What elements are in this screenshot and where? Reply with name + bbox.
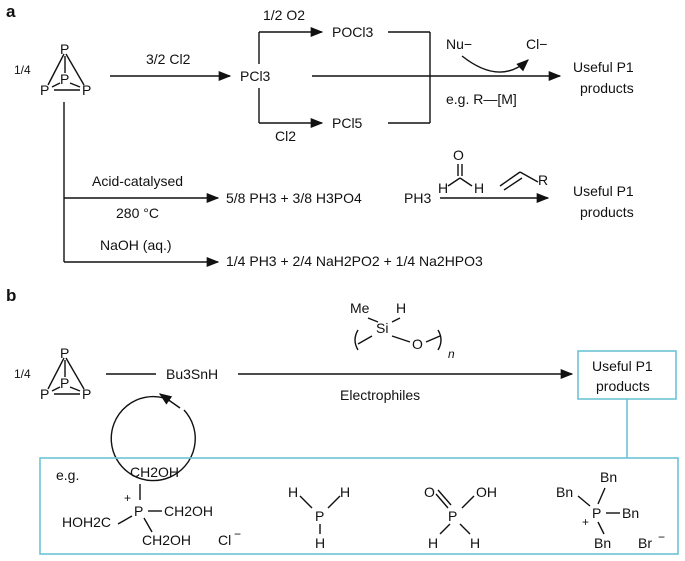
naoh-label: NaOH (aq.) xyxy=(100,237,172,253)
svg-text:O: O xyxy=(424,484,435,500)
svg-text:R: R xyxy=(538,172,548,188)
p4-atom-top-a: P xyxy=(60,41,69,57)
nucleophile-label: Nu− xyxy=(446,36,472,52)
products-label-1: products xyxy=(580,80,634,96)
thpc-chloride: Cl xyxy=(218,532,231,548)
p4-atom-left-a: P xyxy=(40,82,49,98)
phosphonium-phosphorus: P xyxy=(592,505,601,521)
curved-arrow-substitution xyxy=(461,55,529,73)
silane-silicon: Si xyxy=(376,320,388,336)
svg-text:H: H xyxy=(288,484,298,500)
bn-right: Bn xyxy=(622,505,639,521)
useful-products-label-1: Useful P1 xyxy=(573,59,634,75)
p4-atom-left-b: P xyxy=(40,386,49,402)
phosphonium-bromide: Br xyxy=(638,535,652,551)
polysiloxane-structure: Me H Si O n xyxy=(350,300,455,361)
products-label-b: products xyxy=(596,378,650,394)
products-label-2: products xyxy=(580,204,634,220)
p4-coefficient-a: 1/4 xyxy=(14,63,31,77)
svg-text:+: + xyxy=(582,515,589,529)
catalyst-label: Bu3SnH xyxy=(166,366,218,382)
catalytic-cycle xyxy=(110,395,196,482)
pocl3-label: POCl3 xyxy=(332,24,373,40)
naoh-products: 1/4 PH3 + 2/4 NaH2PO2 + 1/4 Na2HPO3 xyxy=(226,253,483,269)
p4-atom-right-a: P xyxy=(82,82,91,98)
p4-atom-center-a: P xyxy=(60,71,69,87)
phosphine-structure: H H P H xyxy=(288,484,350,551)
eg-label: e.g. xyxy=(56,467,79,483)
silane-hydride: H xyxy=(396,300,406,316)
examples-box xyxy=(39,457,679,555)
p4-coefficient-b: 1/4 xyxy=(14,367,31,381)
electrophiles-label: Electrophiles xyxy=(340,387,420,403)
pcl5-label: PCl5 xyxy=(332,115,363,131)
useful-products-label-b: Useful P1 xyxy=(592,358,653,374)
alkene-structure: R xyxy=(499,171,548,191)
phosphine-phosphorus: P xyxy=(315,508,324,524)
p4-atom-center-b: P xyxy=(60,375,69,391)
svg-text:−: − xyxy=(658,530,665,544)
bn-bottom: Bn xyxy=(594,535,611,551)
pcl3-label: PCl3 xyxy=(240,68,271,84)
p4-atom-right-b: P xyxy=(82,386,91,402)
thpc-phosphorus: P xyxy=(134,503,143,519)
temperature-label: 280 °C xyxy=(116,205,159,221)
ph3-label: PH3 xyxy=(404,190,431,206)
panel-b-label: b xyxy=(6,286,16,305)
p4-atom-top-b: P xyxy=(60,345,69,361)
svg-text:H: H xyxy=(340,484,350,500)
svg-text:H: H xyxy=(474,180,484,196)
thpc-structure: CH2OH + P CH2OH HOH2C CH2OH Cl − xyxy=(62,464,241,548)
thpc-ch2oh-right: CH2OH xyxy=(164,503,213,519)
tetrabenzylphosphonium-structure: Bn Bn P + Bn Bn Br − xyxy=(556,469,665,551)
thpc-ch2oh-bottom: CH2OH xyxy=(142,532,191,548)
svg-text:OH: OH xyxy=(476,484,497,500)
thpc-ch2oh-top: CH2OH xyxy=(130,464,179,480)
svg-text:+: + xyxy=(124,491,131,505)
thpc-hoh2c: HOH2C xyxy=(62,514,111,530)
svg-text:H: H xyxy=(438,180,448,196)
silane-methyl: Me xyxy=(350,300,370,316)
panel-a-label: a xyxy=(6,2,16,21)
svg-text:O: O xyxy=(453,147,464,163)
chloride-label: Cl− xyxy=(526,36,547,52)
silane-repeat-n: n xyxy=(448,347,455,361)
acid-phosphorus: P xyxy=(448,508,457,524)
p4-tetrahedron-a: P P P P xyxy=(40,41,91,98)
p4-tetrahedron-b: P P P P xyxy=(40,345,91,402)
example-reagent: e.g. R—[M] xyxy=(446,91,517,107)
reagent-oxygen: 1/2 O2 xyxy=(263,7,305,23)
reagent-chlorine-lower: Cl2 xyxy=(275,128,296,144)
acid-catalysed-label: Acid-catalysed xyxy=(92,173,183,189)
svg-text:−: − xyxy=(234,527,241,541)
silane-oxygen: O xyxy=(412,336,423,352)
acid-products: 5/8 PH3 + 3/8 H3PO4 xyxy=(226,190,362,206)
formaldehyde-structure: O H H xyxy=(438,147,484,196)
reagent-chlorine: 3/2 Cl2 xyxy=(146,51,191,67)
svg-text:H: H xyxy=(470,535,480,551)
bn-top: Bn xyxy=(600,469,617,485)
svg-text:H: H xyxy=(428,535,438,551)
svg-text:H: H xyxy=(315,535,325,551)
useful-products-label-2: Useful P1 xyxy=(573,183,634,199)
bn-left: Bn xyxy=(556,484,573,500)
hypophosphorous-acid-structure: O P OH H H xyxy=(424,484,497,551)
cycle-arrowhead xyxy=(158,393,181,409)
